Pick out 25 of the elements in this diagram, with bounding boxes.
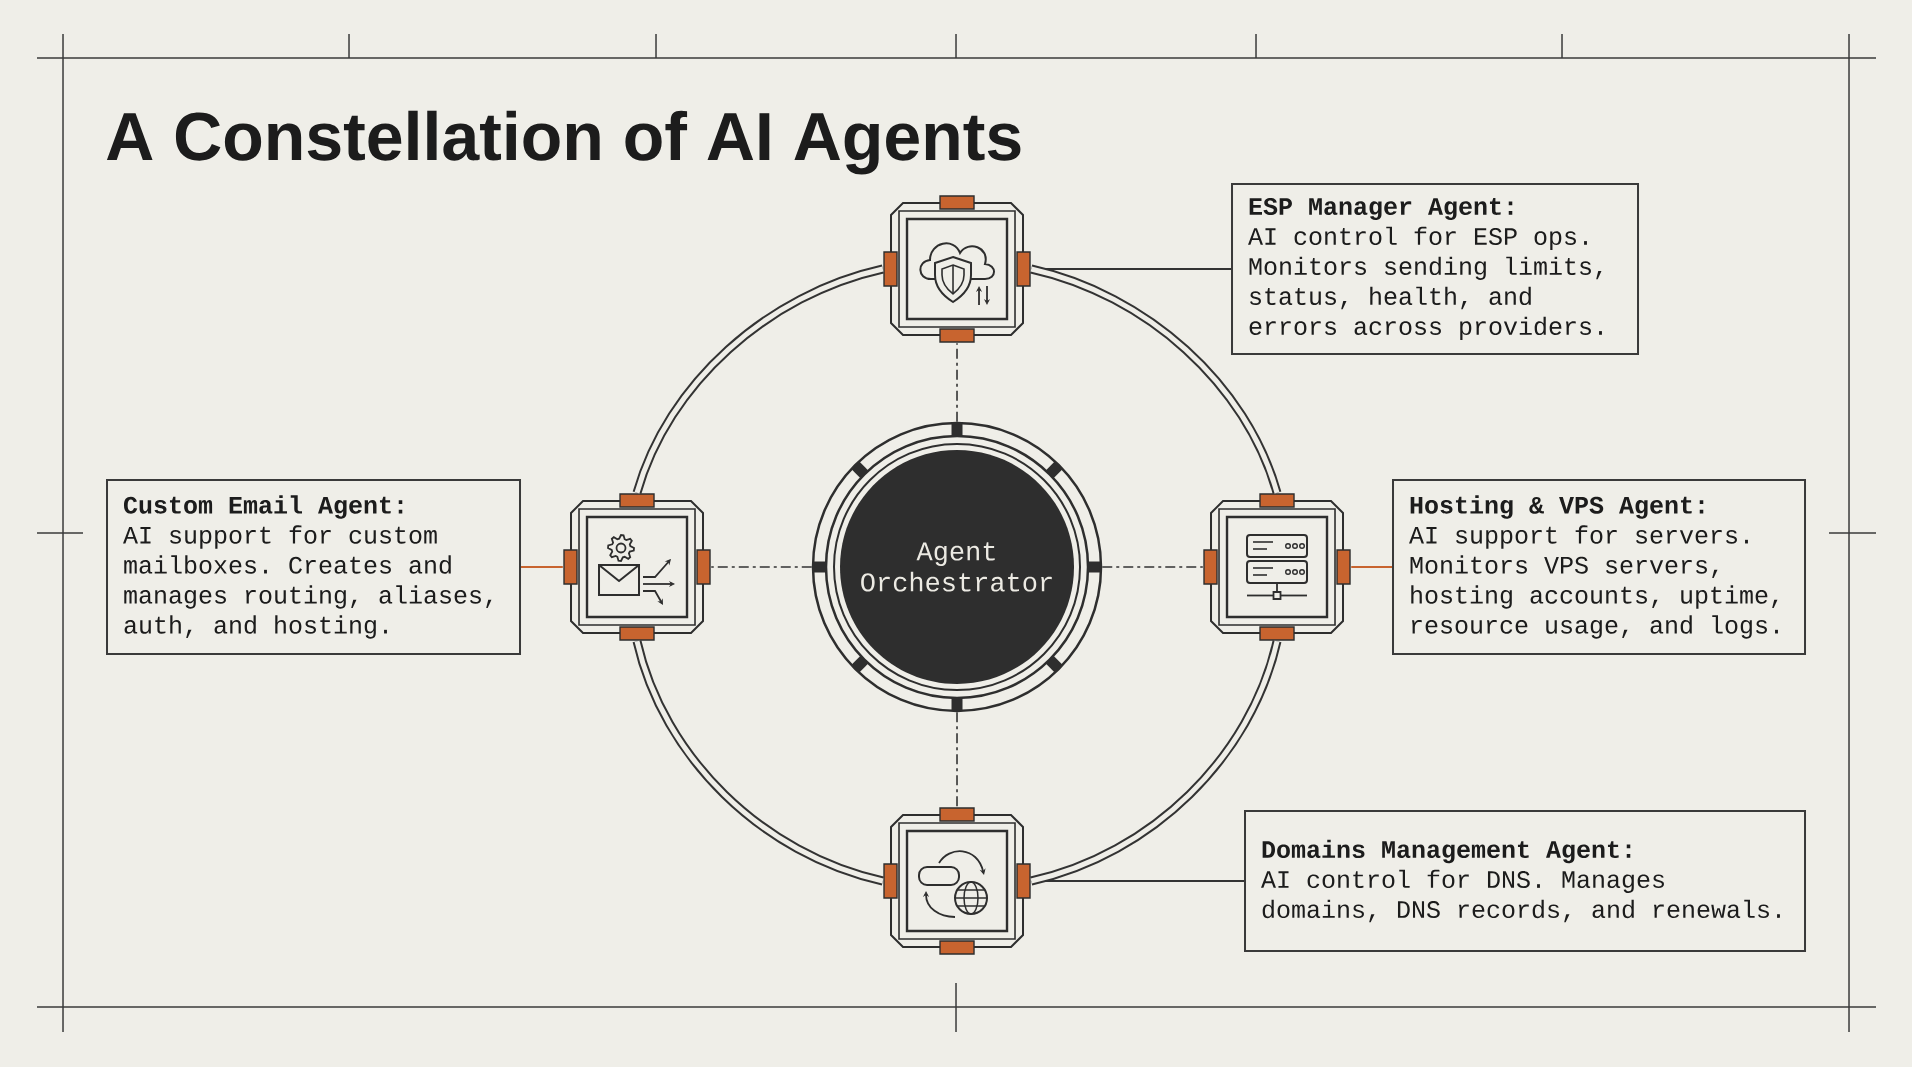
agent-module <box>883 195 1031 343</box>
dashed-line <box>956 342 958 423</box>
ring-arc <box>632 640 884 886</box>
box-heading: Domains Management Agent: <box>1262 839 1631 864</box>
agent-module <box>883 807 1031 955</box>
box-text: AI control for DNS. Manages domains, DNS records, and renewals. <box>1261 869 1780 923</box>
ring-arc <box>632 264 884 495</box>
text-box <box>1231 183 1639 355</box>
box-heading: Hosting & VPS Agent: <box>1410 495 1704 519</box>
text-box <box>106 479 521 655</box>
title: A Constellation of AI Agents <box>106 110 1021 175</box>
text-box <box>1244 810 1806 952</box>
dashed-line <box>1101 566 1204 568</box>
ring-arc <box>1030 264 1282 495</box>
box-text: AI support for servers. Monitors VPS servers, hosting accounts, uptime, resource usage, and logs. <box>1409 525 1778 639</box>
box-heading: ESP Manager Agent: <box>1249 198 1513 221</box>
box-heading: Custom Email Agent: <box>124 495 403 519</box>
ring-arc <box>1030 640 1282 886</box>
text-box <box>1392 479 1806 655</box>
agent-module <box>1203 493 1351 641</box>
box-text: AI control for ESP ops. Monitors sending limits, status, health, and errors across providers. <box>1248 226 1602 340</box>
agent-module <box>563 493 711 641</box>
box-text: AI support for custom mailboxes. Creates and manages routing, aliases, auth, and hosting. <box>123 525 492 639</box>
dashed-line <box>710 566 813 568</box>
dashed-line <box>956 711 958 808</box>
